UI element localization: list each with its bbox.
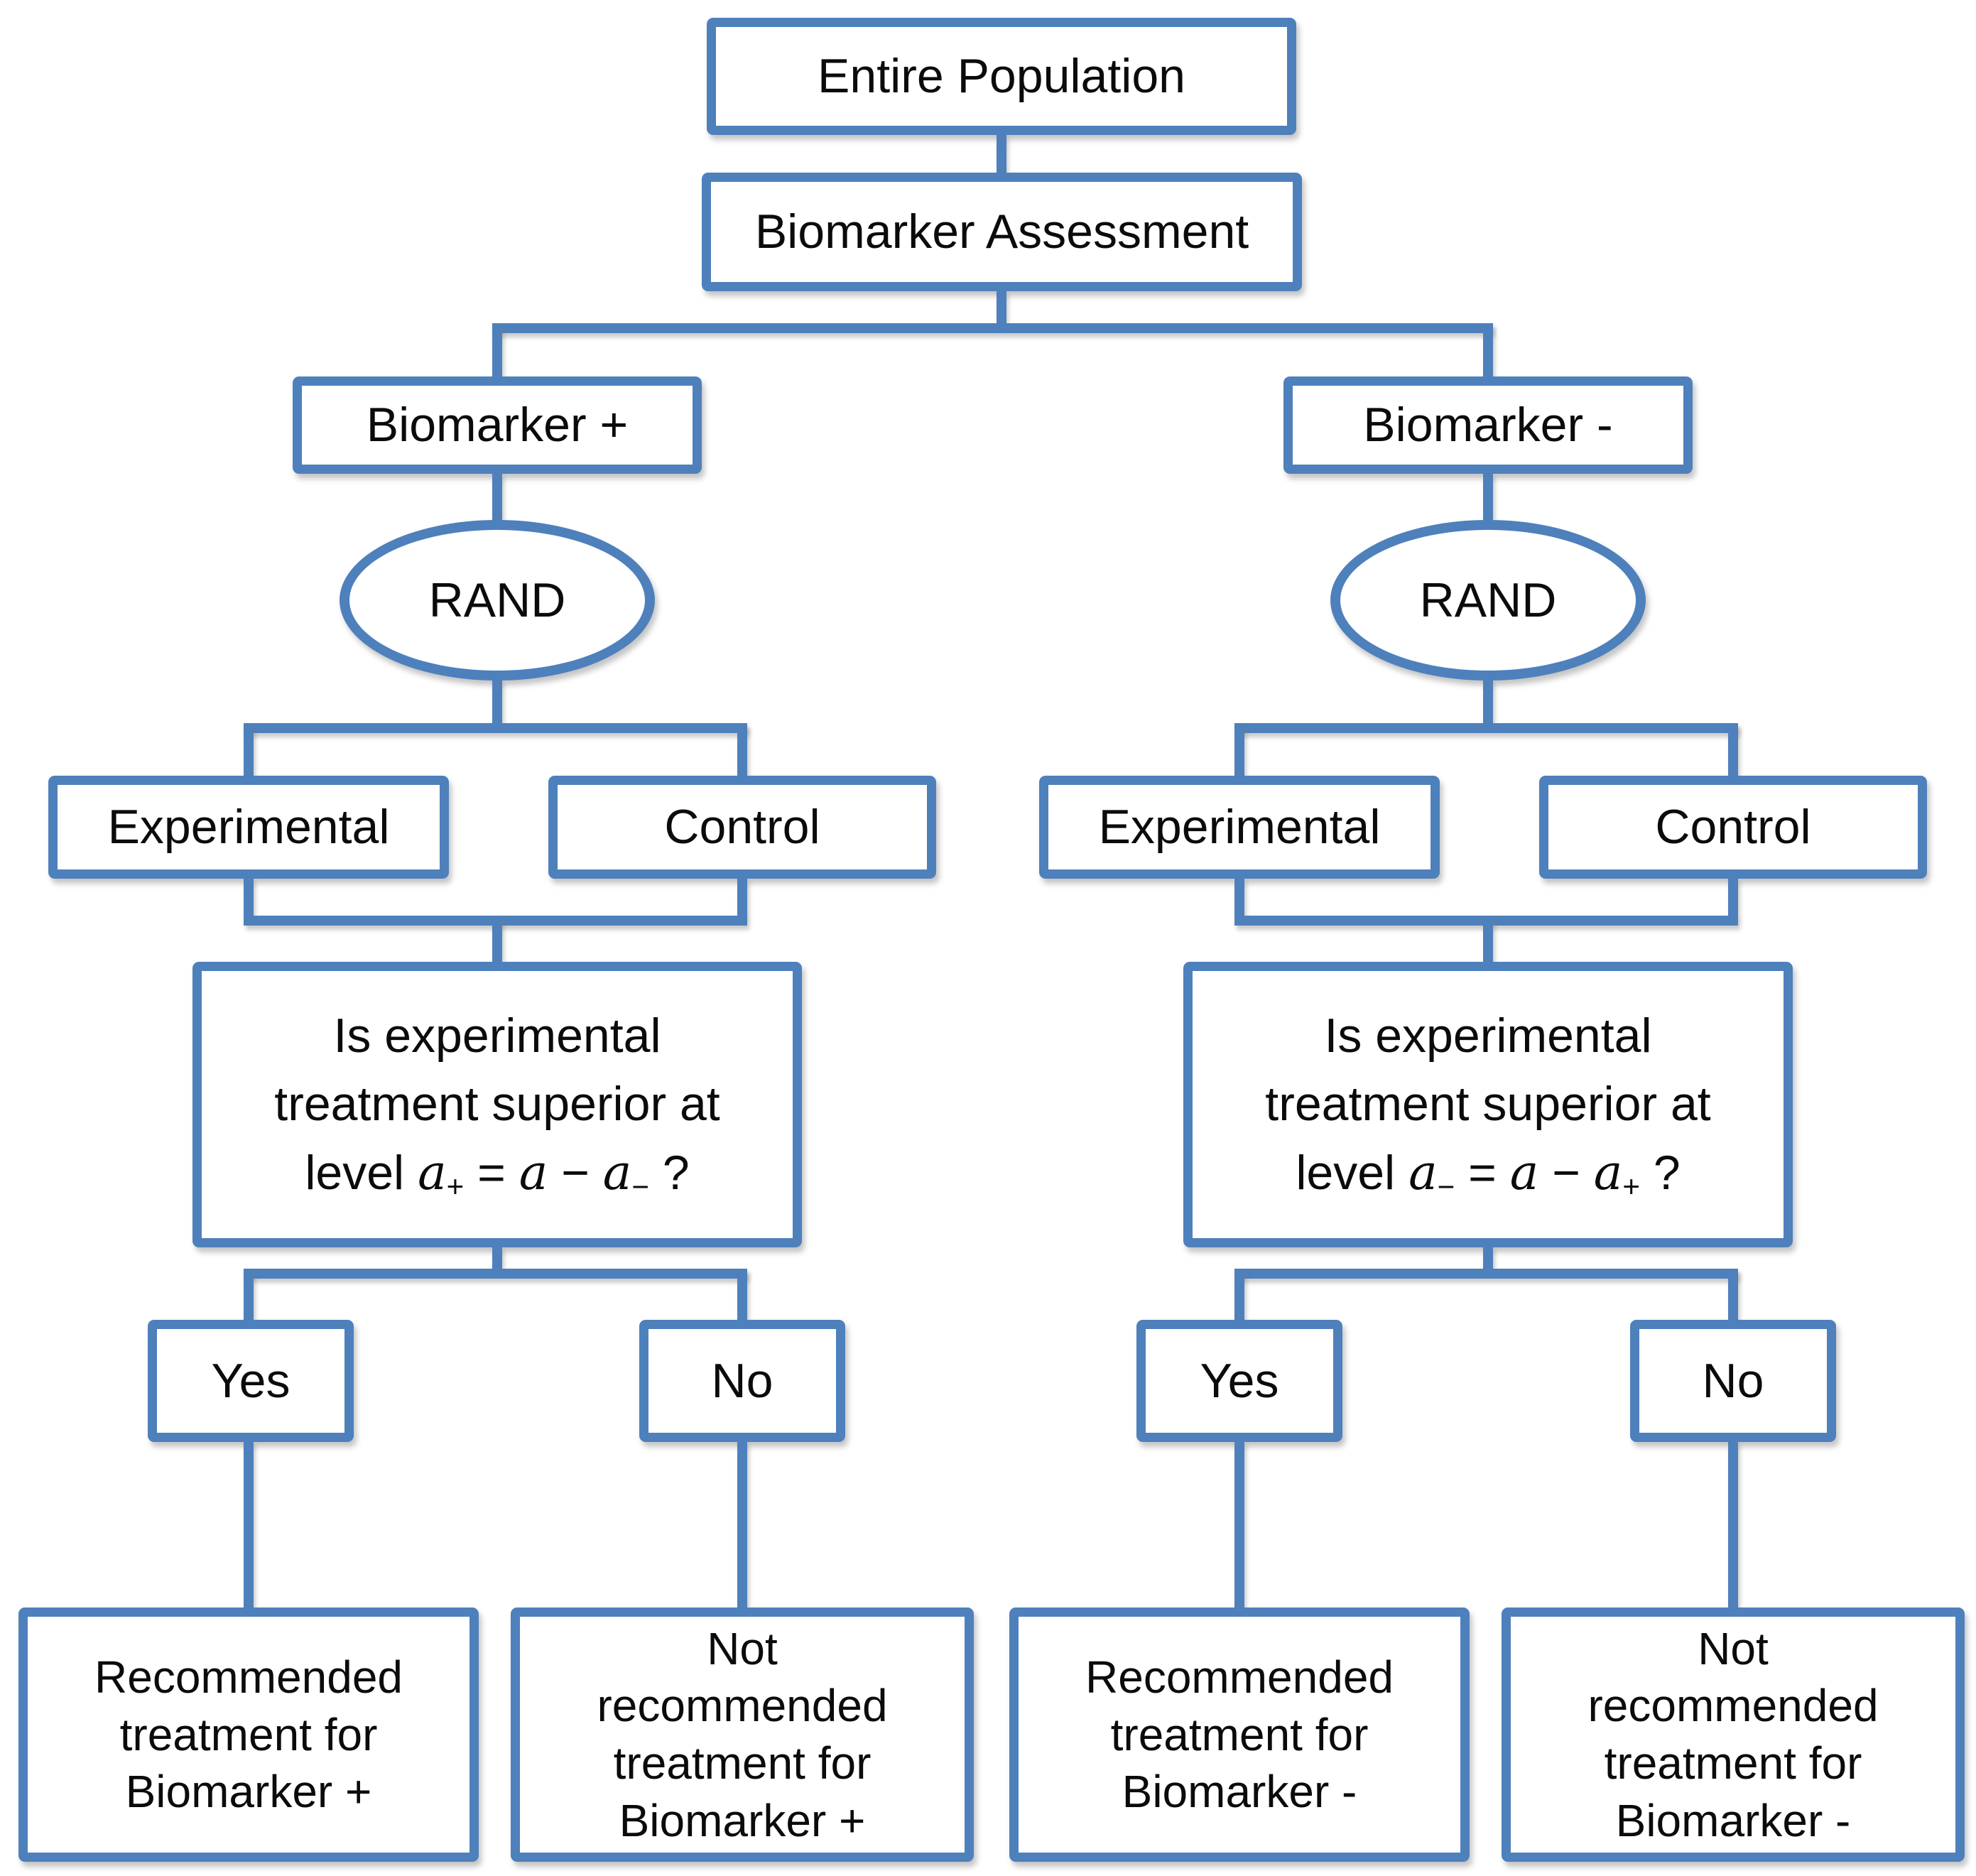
arm-drop-experimental-plus — [244, 723, 254, 777]
connector-assessment-to-split — [997, 290, 1006, 325]
not-recommended-label-plus: Not recommended treatment for Biomarker … — [597, 1622, 888, 1846]
yes-box-plus: Yes — [148, 1320, 354, 1442]
no-label-plus: No — [711, 1353, 773, 1408]
biomarker-assessment-box: Biomarker Assessment — [702, 173, 1302, 291]
no-box-minus: No — [1630, 1320, 1836, 1442]
entire-population-label: Entire Population — [818, 49, 1185, 104]
biomarker-plus-box: Biomarker + — [293, 376, 702, 474]
no-box-plus: No — [639, 1320, 845, 1442]
merge-control-minus — [1728, 877, 1738, 917]
connector-question-down-plus — [492, 1246, 502, 1269]
recommended-box-plus: Recommended treatment for Biomarker + — [18, 1607, 479, 1862]
recommended-label-minus: Recommended treatment for Biomarker - — [1085, 1652, 1394, 1818]
experimental-label-minus: Experimental — [1098, 800, 1381, 855]
yes-label-plus: Yes — [211, 1353, 291, 1408]
connector-merge-to-question-minus — [1483, 916, 1493, 963]
not-recommended-label-minus: Not recommended treatment for Biomarker … — [1587, 1622, 1879, 1846]
rand-label-minus: RAND — [1419, 573, 1557, 627]
arm-drop-control-minus — [1728, 723, 1738, 777]
control-label-plus: Control — [664, 800, 820, 855]
question-text-plus: Is experimental treatment superior at — [274, 1008, 720, 1132]
rand-label-plus: RAND — [428, 573, 566, 627]
rand-ellipse-minus: RAND — [1330, 520, 1646, 681]
connector-root-to-assessment — [997, 134, 1006, 174]
merge-experimental-plus — [244, 877, 254, 917]
question-text-minus: Is experimental treatment superior at — [1265, 1008, 1711, 1132]
biomarker-plus-label: Biomarker + — [366, 398, 629, 452]
biomarker-minus-box: Biomarker - — [1283, 376, 1693, 474]
yes-box-minus: Yes — [1136, 1320, 1342, 1442]
entire-population-box: Entire Population — [707, 18, 1296, 135]
connector-plus-to-rand — [492, 472, 502, 522]
question-equation-plus: level a+ = a − a− ? — [305, 1144, 690, 1203]
arm-split-bar-plus — [244, 723, 747, 733]
experimental-box-minus: Experimental — [1039, 776, 1440, 879]
merge-control-plus — [737, 877, 747, 917]
question-equation-minus: level a− = a − a+ ? — [1296, 1144, 1681, 1203]
control-label-minus: Control — [1655, 800, 1811, 855]
connector-merge-to-question-plus — [492, 916, 502, 963]
biomarker-minus-label: Biomarker - — [1363, 398, 1613, 452]
top-split-drop-right — [1483, 323, 1493, 378]
not-recommended-box-minus: Not recommended treatment for Biomarker … — [1502, 1607, 1965, 1862]
yes-outcome-line-plus — [244, 1441, 254, 1607]
top-split-drop-left — [492, 323, 502, 378]
top-split-bar — [492, 323, 1493, 333]
control-box-plus: Control — [548, 776, 936, 879]
no-outcome-line-minus — [1728, 1441, 1738, 1607]
no-drop-plus — [737, 1269, 747, 1321]
arm-split-bar-minus — [1234, 723, 1738, 733]
yes-outcome-line-minus — [1234, 1441, 1244, 1607]
no-outcome-line-plus — [737, 1441, 747, 1607]
yes-label-minus: Yes — [1200, 1353, 1279, 1408]
yesno-bar-minus — [1234, 1269, 1738, 1279]
recommended-box-minus: Recommended treatment for Biomarker - — [1009, 1607, 1470, 1862]
question-box-minus: Is experimental treatment superior at le… — [1183, 962, 1793, 1247]
no-drop-minus — [1728, 1269, 1738, 1321]
connector-minus-to-rand — [1483, 472, 1493, 522]
yesno-bar-plus — [244, 1269, 747, 1279]
connector-rand-minus-down — [1483, 678, 1493, 723]
recommended-label-plus: Recommended treatment for Biomarker + — [94, 1652, 403, 1818]
control-box-minus: Control — [1539, 776, 1927, 879]
experimental-box-plus: Experimental — [48, 776, 449, 879]
no-label-minus: No — [1702, 1353, 1764, 1408]
arm-drop-experimental-minus — [1234, 723, 1244, 777]
connector-question-down-minus — [1483, 1246, 1493, 1269]
merge-experimental-minus — [1234, 877, 1244, 917]
connector-rand-plus-down — [492, 678, 502, 723]
question-box-plus: Is experimental treatment superior at le… — [192, 962, 802, 1247]
yes-drop-minus — [1234, 1269, 1244, 1321]
not-recommended-box-plus: Not recommended treatment for Biomarker … — [511, 1607, 974, 1862]
arm-drop-control-plus — [737, 723, 747, 777]
biomarker-assessment-label: Biomarker Assessment — [754, 205, 1249, 259]
yes-drop-plus — [244, 1269, 254, 1321]
experimental-label-plus: Experimental — [107, 800, 390, 855]
rand-ellipse-plus: RAND — [340, 520, 655, 681]
